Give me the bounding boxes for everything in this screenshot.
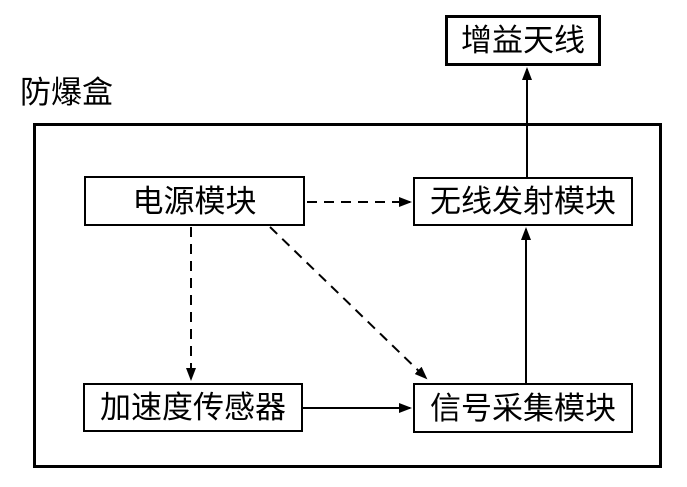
outer-box-label: 防爆盒 [20,75,113,110]
node-power-module: 电源模块 [84,176,305,226]
node-wireless-transmit-module: 无线发射模块 [413,177,633,226]
node-signal-acquisition-module: 信号采集模块 [413,383,633,433]
node-acceleration-sensor-label: 加速度传感器 [100,390,286,425]
node-signal-acquisition-module-label: 信号采集模块 [430,390,616,426]
node-gain-antenna-label: 增益天线 [461,23,585,58]
node-wireless-transmit-module-label: 无线发射模块 [430,184,616,219]
node-power-module-label: 电源模块 [132,183,257,219]
node-acceleration-sensor: 加速度传感器 [83,383,303,432]
node-gain-antenna: 增益天线 [445,15,601,66]
explosion-proof-box-outline [33,123,662,468]
